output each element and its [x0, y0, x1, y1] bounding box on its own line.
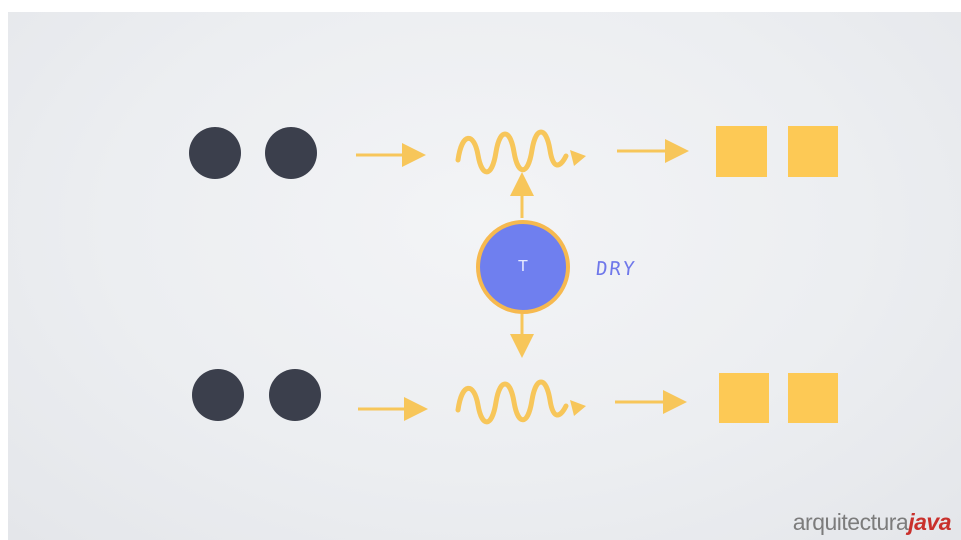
process-wave-top — [455, 129, 569, 175]
output-square-bottom-2 — [788, 373, 838, 423]
shared-node-label: T — [518, 257, 528, 275]
logo-text-a: arquitectura — [792, 509, 909, 535]
output-square-top-1 — [716, 126, 767, 177]
dry-label: DRY — [594, 258, 638, 280]
shared-node — [476, 220, 570, 314]
process-wave-bottom — [455, 379, 569, 425]
input-dot-bottom-1 — [192, 369, 244, 421]
input-dot-bottom-2 — [269, 369, 321, 421]
input-dot-top-1 — [189, 127, 241, 179]
logo-text-b: java — [908, 509, 951, 535]
wave-tip-top — [570, 150, 586, 166]
output-square-bottom-1 — [719, 373, 769, 423]
input-dot-top-2 — [265, 127, 317, 179]
output-square-top-2 — [788, 126, 838, 177]
wave-tip-bottom — [570, 400, 586, 416]
brand-logo: arquitecturajava — [792, 509, 952, 536]
